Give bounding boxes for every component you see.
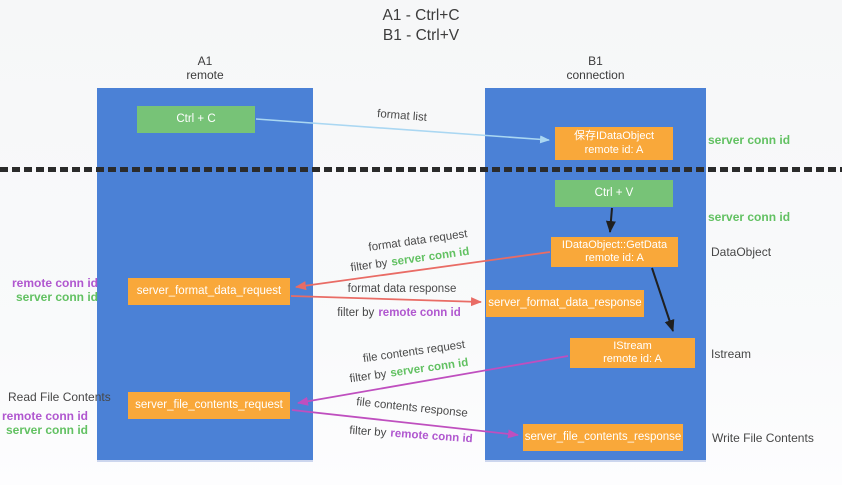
- phase-divider-dotted-line: [0, 167, 842, 172]
- lane-a1-subtitle: remote: [186, 68, 224, 82]
- title-line-1: A1 - Ctrl+C: [382, 7, 460, 24]
- lane-b1-name: B1: [588, 54, 603, 68]
- annotation-remote-conn-id: remote conn id: [11, 276, 98, 290]
- lane-a1-name: A1: [197, 54, 213, 68]
- node-server-format-data-response: server_format_data_response: [486, 290, 644, 317]
- annotation-file-conn-ids: remote conn id server conn id: [0, 409, 88, 437]
- node-server-format-data-response-label: server_format_data_response: [488, 296, 642, 309]
- lane-b1-subtitle: connection: [566, 68, 625, 82]
- node-getdata-line1: IDataObject::GetData: [561, 238, 668, 251]
- node-istream-line2: remote id: A: [603, 353, 662, 365]
- node-save-dataobject-line2: remote id: A: [584, 143, 644, 156]
- annotation-dataobject: DataObject: [711, 245, 772, 259]
- filter-prefix: filter by: [337, 307, 375, 319]
- annotation-read-file-contents: Read File Contents: [8, 390, 111, 404]
- node-server-file-contents-response: server_file_contents_response: [523, 424, 683, 451]
- node-getdata: IDataObject::GetData remote id: A: [551, 237, 678, 267]
- label-file-contents-response: file contents response: [355, 396, 469, 420]
- node-server-file-contents-request-label: server_file_contents_request: [135, 398, 283, 411]
- node-getdata-line2: remote id: A: [585, 252, 644, 264]
- label-format-list: format list: [376, 108, 428, 124]
- annotation-format-conn-ids: remote conn id server conn id: [0, 276, 98, 304]
- filter-prefix: filter by: [348, 368, 388, 386]
- filter-key-server-conn-id: server conn id: [389, 356, 470, 380]
- node-ctrl-c-label: Ctrl + C: [176, 112, 216, 125]
- node-save-dataobject-line1: 保存IDataObject: [573, 130, 655, 142]
- node-server-file-contents-response-label: server_file_contents_response: [524, 430, 682, 443]
- filter-key-remote-conn-id: remote conn id: [389, 427, 474, 446]
- annotation-server-conn-id: server conn id: [15, 290, 98, 304]
- node-server-file-contents-request: server_file_contents_request: [128, 392, 290, 419]
- arrow-format-data-response: [290, 295, 482, 307]
- annotation-write-file-contents: Write File Contents: [712, 431, 814, 445]
- node-ctrl-v: Ctrl + V: [555, 180, 673, 207]
- annotation-server-conn-id-top: server conn id: [708, 133, 791, 147]
- lane-header-b1: B1 connection: [485, 54, 706, 82]
- node-istream-line1: IStream: [613, 339, 652, 352]
- node-save-dataobject: 保存IDataObject remote id: A: [555, 127, 673, 160]
- node-server-format-data-request: server_format_data_request: [128, 278, 290, 305]
- node-ctrl-v-label: Ctrl + V: [594, 186, 634, 199]
- annotation-server-conn-id: server conn id: [5, 423, 88, 437]
- node-ctrl-c: Ctrl + C: [137, 106, 255, 133]
- annotation-istream: Istream: [711, 347, 752, 361]
- node-istream: IStream remote id: A: [570, 338, 695, 368]
- filter-prefix: filter by: [349, 257, 389, 275]
- annotation-server-conn-id-mid: server conn id: [708, 210, 791, 224]
- label-format-data-response: format data response: [347, 283, 457, 295]
- annotation-remote-conn-id: remote conn id: [1, 409, 88, 423]
- lane-header-a1: A1 remote: [97, 54, 313, 82]
- diagram-title: A1 - Ctrl+C B1 - Ctrl+V: [0, 6, 842, 46]
- node-server-format-data-request-label: server_format_data_request: [136, 284, 282, 297]
- filter-prefix: filter by: [348, 424, 387, 440]
- title-line-2: B1 - Ctrl+V: [382, 27, 460, 44]
- filter-key-remote-conn-id: remote conn id: [378, 307, 461, 319]
